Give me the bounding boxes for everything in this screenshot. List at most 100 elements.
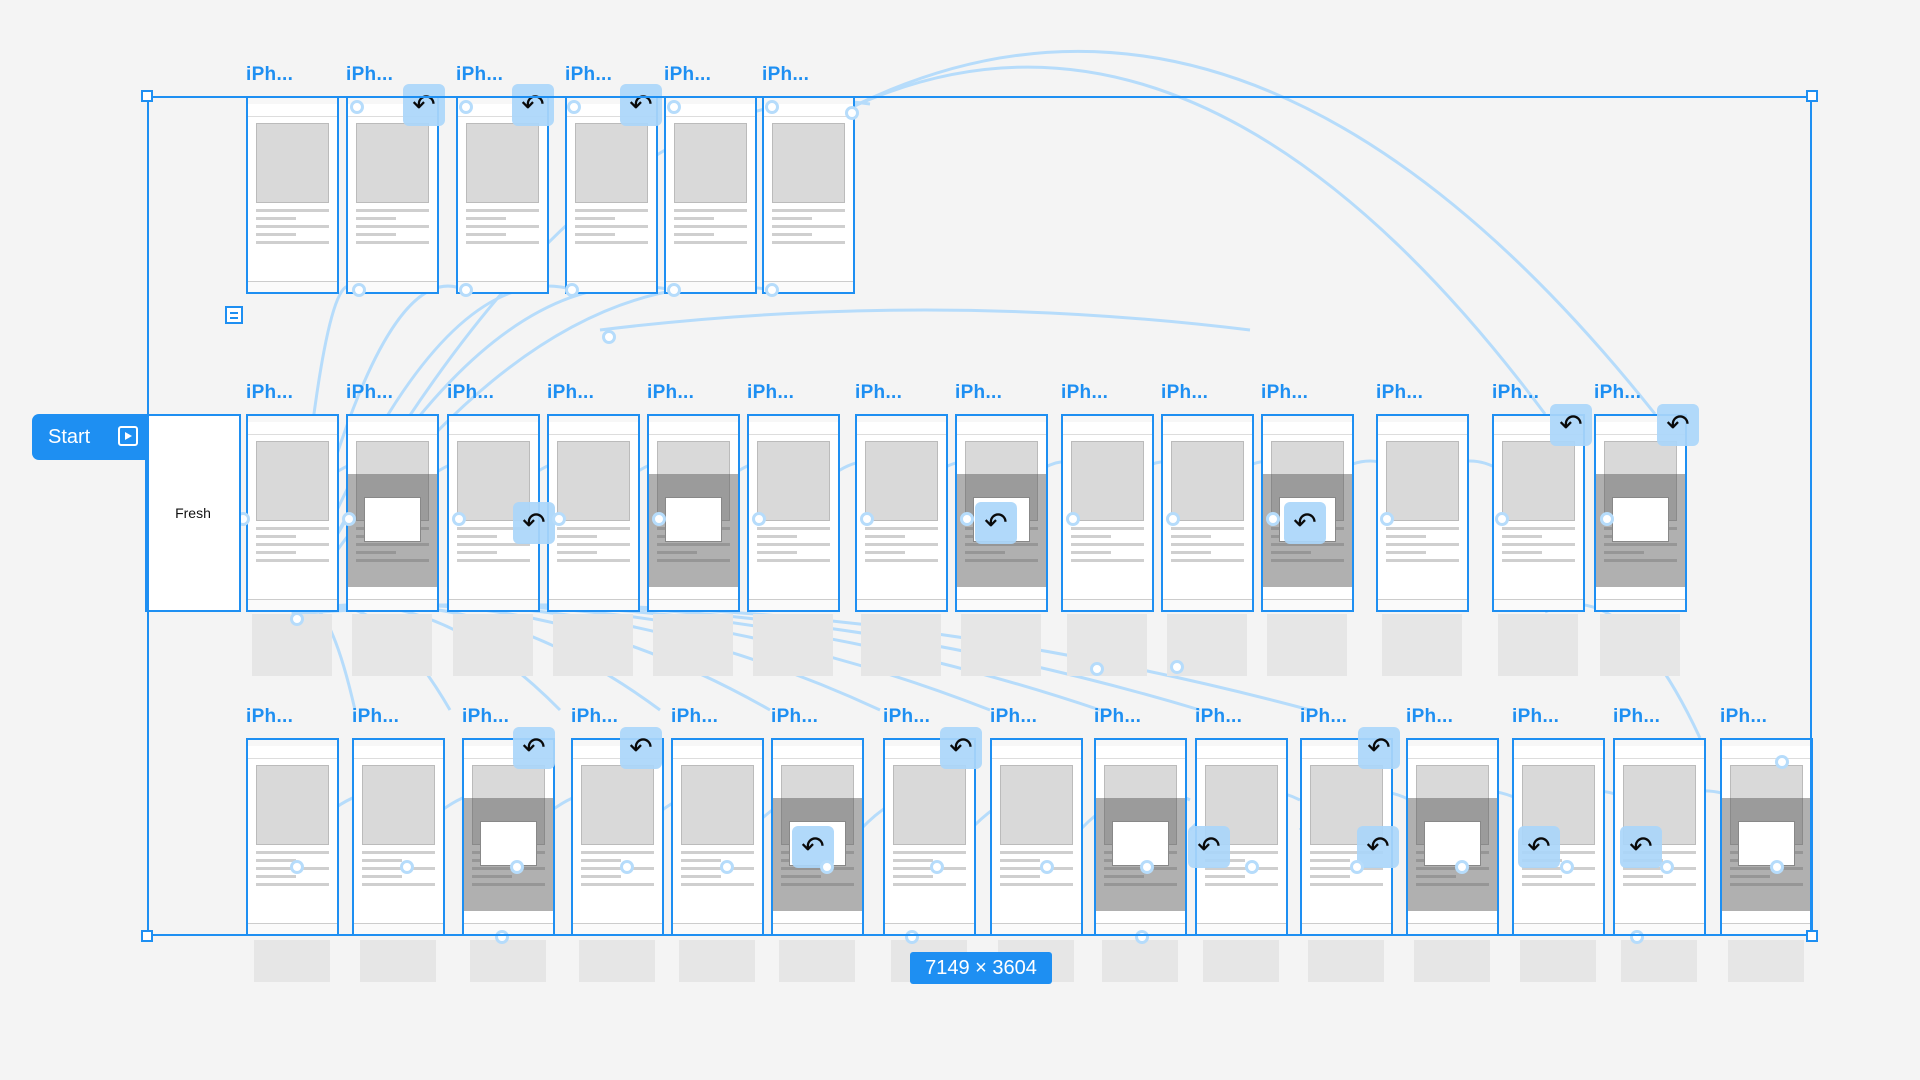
frame-label[interactable]: iPh...: [1261, 382, 1309, 403]
hotspot-handle[interactable]: [820, 860, 834, 874]
frame-label[interactable]: iPh...: [771, 706, 819, 727]
frame-label[interactable]: iPh...: [855, 382, 903, 403]
hotspot-handle[interactable]: [1560, 860, 1574, 874]
hotspot-handle[interactable]: [1245, 860, 1259, 874]
frame-label[interactable]: iPh...: [246, 64, 294, 85]
frame-label[interactable]: iPh...: [246, 382, 294, 403]
frame-label[interactable]: iPh...: [883, 706, 931, 727]
hotspot-handle[interactable]: [1630, 930, 1644, 944]
frame-label[interactable]: iPh...: [462, 706, 510, 727]
screen-frame[interactable]: [1300, 738, 1393, 936]
resize-handle-top-left[interactable]: [141, 90, 153, 102]
undo-arrow-icon[interactable]: ↶: [975, 502, 1017, 544]
frame-label[interactable]: iPh...: [1094, 706, 1142, 727]
hotspot-handle[interactable]: [1380, 512, 1394, 526]
frame-label[interactable]: iPh...: [647, 382, 695, 403]
screen-frame[interactable]: [1720, 738, 1813, 936]
screen-frame[interactable]: [1094, 738, 1187, 936]
undo-arrow-icon[interactable]: ↶: [403, 84, 445, 126]
frame-label[interactable]: iPh...: [346, 382, 394, 403]
screen-frame[interactable]: [246, 738, 339, 936]
hotspot-handle[interactable]: [602, 330, 616, 344]
hotspot-handle[interactable]: [1266, 512, 1280, 526]
screen-frame[interactable]: [565, 96, 658, 294]
hotspot-handle[interactable]: [845, 106, 859, 120]
screen-frame[interactable]: [346, 414, 439, 612]
frame-label[interactable]: iPh...: [1300, 706, 1348, 727]
frame-label[interactable]: iPh...: [1195, 706, 1243, 727]
hotspot-handle[interactable]: [1770, 860, 1784, 874]
screen-frame[interactable]: [1406, 738, 1499, 936]
frame-label[interactable]: iPh...: [1720, 706, 1768, 727]
undo-arrow-icon[interactable]: ↶: [1358, 727, 1400, 769]
hotspot-handle[interactable]: [1350, 860, 1364, 874]
screen-frame[interactable]: [664, 96, 757, 294]
hotspot-handle[interactable]: [350, 100, 364, 114]
hotspot-handle[interactable]: [352, 283, 366, 297]
frame-label[interactable]: iPh...: [671, 706, 719, 727]
frame-label[interactable]: iPh...: [571, 706, 619, 727]
hotspot-handle[interactable]: [459, 283, 473, 297]
hotspot-handle[interactable]: [1660, 860, 1674, 874]
screen-frame[interactable]: [352, 738, 445, 936]
undo-arrow-icon[interactable]: ↶: [1284, 502, 1326, 544]
undo-arrow-icon[interactable]: ↶: [513, 502, 555, 544]
hotspot-handle[interactable]: [290, 860, 304, 874]
undo-arrow-icon[interactable]: ↶: [1518, 826, 1560, 868]
frame-label[interactable]: iPh...: [346, 64, 394, 85]
undo-arrow-icon[interactable]: ↶: [1357, 826, 1399, 868]
undo-arrow-icon[interactable]: ↶: [512, 84, 554, 126]
hotspot-handle[interactable]: [510, 860, 524, 874]
frame-label[interactable]: iPh...: [1376, 382, 1424, 403]
resize-handle-top-right[interactable]: [1806, 90, 1818, 102]
hotspot-handle[interactable]: [552, 512, 566, 526]
screen-frame[interactable]: [456, 96, 549, 294]
hotspot-handle[interactable]: [860, 512, 874, 526]
frame-label[interactable]: iPh...: [547, 382, 595, 403]
frame-label[interactable]: iPh...: [762, 64, 810, 85]
start-button[interactable]: Start: [32, 414, 146, 460]
frame-label[interactable]: iPh...: [246, 706, 294, 727]
hotspot-handle[interactable]: [567, 100, 581, 114]
frame-label[interactable]: iPh...: [990, 706, 1038, 727]
screen-frame[interactable]: [671, 738, 764, 936]
hotspot-handle[interactable]: [765, 283, 779, 297]
hotspot-handle[interactable]: [667, 100, 681, 114]
hotspot-handle[interactable]: [720, 860, 734, 874]
screen-frame[interactable]: [883, 738, 976, 936]
frame-label[interactable]: iPh...: [664, 64, 712, 85]
undo-arrow-icon[interactable]: ↶: [1188, 826, 1230, 868]
hotspot-handle[interactable]: [1066, 512, 1080, 526]
resize-handle-bottom-right[interactable]: [1806, 930, 1818, 942]
frame-label[interactable]: iPh...: [1406, 706, 1454, 727]
hotspot-handle[interactable]: [1495, 512, 1509, 526]
undo-arrow-icon[interactable]: ↶: [1550, 404, 1592, 446]
frame-label[interactable]: iPh...: [1061, 382, 1109, 403]
hotspot-handle[interactable]: [342, 512, 356, 526]
frame-label[interactable]: iPh...: [352, 706, 400, 727]
hotspot-handle[interactable]: [1455, 860, 1469, 874]
screen-frame[interactable]: [1594, 414, 1687, 612]
hotspot-handle[interactable]: [1040, 860, 1054, 874]
undo-arrow-icon[interactable]: ↶: [620, 84, 662, 126]
frame-label[interactable]: iPh...: [955, 382, 1003, 403]
note-icon[interactable]: [225, 306, 243, 324]
screen-frame[interactable]: [647, 414, 740, 612]
frame-label[interactable]: iPh...: [456, 64, 504, 85]
hotspot-handle[interactable]: [452, 512, 466, 526]
frame-label[interactable]: iPh...: [1594, 382, 1642, 403]
frame-label[interactable]: iPh...: [447, 382, 495, 403]
hotspot-handle[interactable]: [459, 100, 473, 114]
start-frame[interactable]: Fresh: [145, 414, 241, 612]
undo-arrow-icon[interactable]: ↶: [620, 727, 662, 769]
hotspot-handle[interactable]: [620, 860, 634, 874]
hotspot-handle[interactable]: [905, 930, 919, 944]
frame-label[interactable]: iPh...: [1613, 706, 1661, 727]
resize-handle-bottom-left[interactable]: [141, 930, 153, 942]
frame-label[interactable]: iPh...: [1161, 382, 1209, 403]
hotspot-handle[interactable]: [930, 860, 944, 874]
screen-frame[interactable]: [571, 738, 664, 936]
hotspot-handle[interactable]: [495, 930, 509, 944]
undo-arrow-icon[interactable]: ↶: [1620, 826, 1662, 868]
